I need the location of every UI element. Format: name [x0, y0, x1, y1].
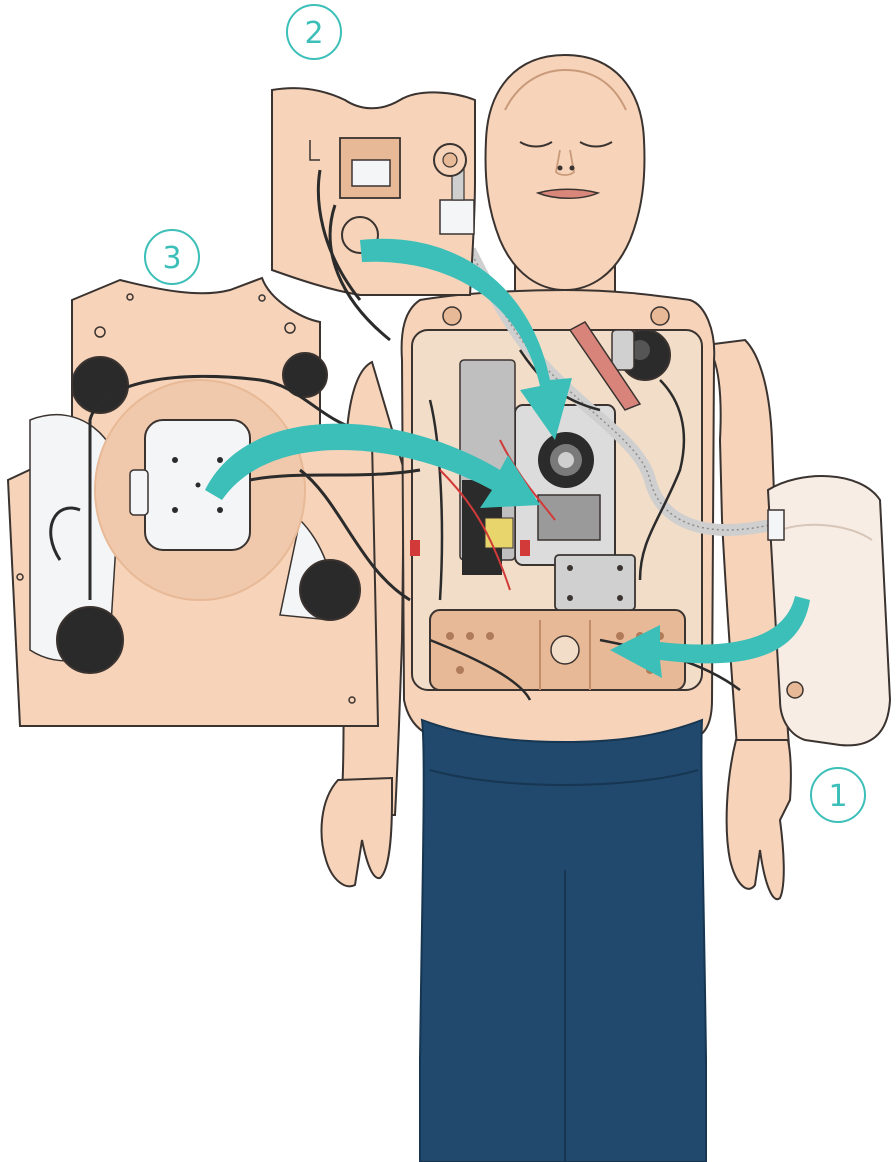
callout-1: 1: [811, 768, 865, 822]
hand-left-side: [322, 778, 392, 886]
callout-3: 3: [145, 230, 199, 284]
callout-1-label: 1: [828, 779, 847, 814]
callout-2: 2: [287, 5, 341, 59]
pad-bottom-right: [300, 560, 360, 620]
callout-3-label: 3: [162, 241, 181, 276]
back-plate-panel: [8, 278, 420, 726]
hand-right-side: [727, 740, 791, 899]
pad-bottom-left: [57, 607, 123, 673]
callout-2-label: 2: [304, 16, 323, 51]
manikin-head: [486, 55, 645, 290]
arm-sleeve-panel: [768, 476, 890, 745]
pants: [420, 720, 706, 1162]
junction-box: [555, 555, 635, 610]
